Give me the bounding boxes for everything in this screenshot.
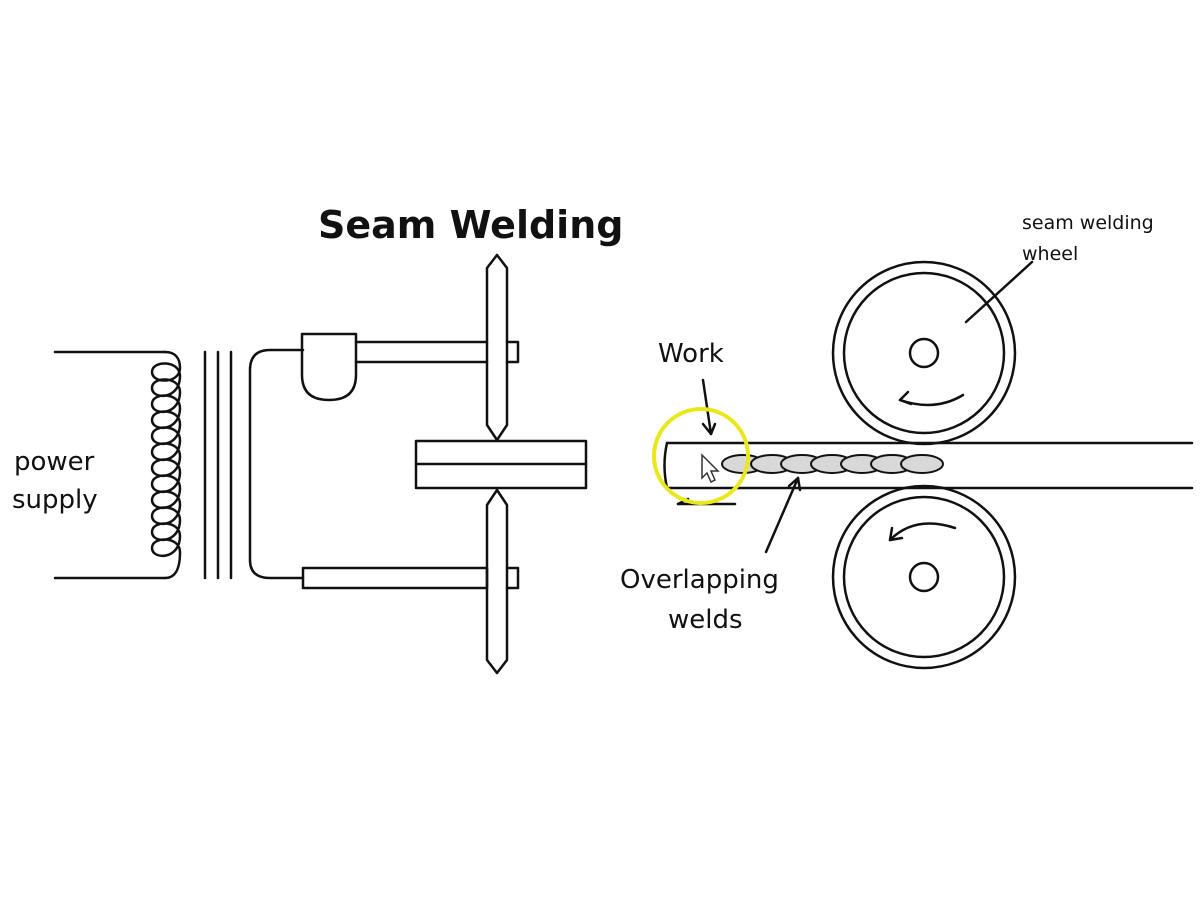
upper-electrode-arm <box>354 340 489 364</box>
lower-axle-stub <box>505 566 520 590</box>
upper-axle-stub <box>505 340 520 364</box>
welds-leader-arrow-head <box>787 476 802 492</box>
power-supply-label: power <box>14 447 95 477</box>
diagram-title: Seam Welding <box>318 203 624 247</box>
lower-electrode-arm <box>301 566 489 590</box>
welds-leader-arrow <box>764 476 800 554</box>
power-supply-label: supply <box>12 485 98 515</box>
top-wheel-arrow-head <box>898 390 913 406</box>
transformer-primary-coil <box>150 350 182 580</box>
bottom-wheel-rotation-arrow <box>888 522 957 542</box>
overlapping-welds-label: Overlapping <box>620 565 779 595</box>
transformer-core <box>203 350 233 580</box>
highlight-circle <box>652 407 750 505</box>
workpiece-front <box>663 441 1194 490</box>
seam-welding-wheel-label: seam welding <box>1022 212 1154 234</box>
lower-wheel-side <box>485 488 509 675</box>
upper-wheel-side <box>485 253 509 442</box>
overlapping-welds-label: welds <box>668 605 743 635</box>
bottom-seam-welding-wheel <box>831 484 1017 670</box>
workpiece-side <box>414 439 588 490</box>
work-label: Work <box>658 339 724 369</box>
wheel-leader-line <box>964 260 1034 324</box>
seam-welding-wheel-label: wheel <box>1022 243 1079 265</box>
mouse-pointer-icon <box>701 453 720 484</box>
overlapping-welds <box>721 454 944 474</box>
work-leader-arrow-head <box>701 422 717 436</box>
upper-electrode-holder <box>300 332 358 402</box>
bottom-wheel-arrow-head <box>888 526 904 542</box>
secondary-lead <box>248 348 305 580</box>
power-supply-leads <box>53 350 167 580</box>
work-leader-arrow <box>701 378 713 436</box>
weld-nugget <box>900 454 944 474</box>
top-seam-welding-wheel <box>831 260 1017 446</box>
